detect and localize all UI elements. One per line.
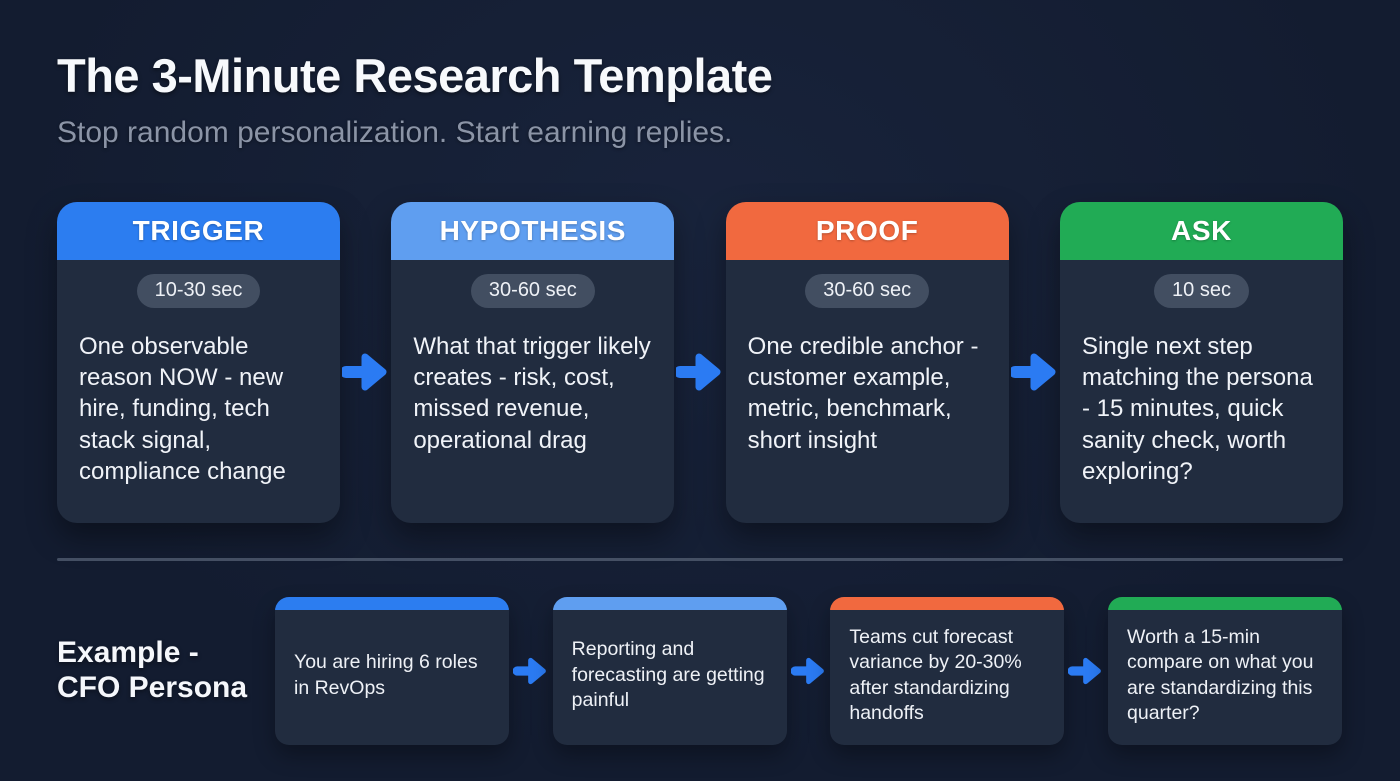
example-card-body: You are hiring 6 roles in RevOps xyxy=(275,610,509,745)
example-card-text: You are hiring 6 roles in RevOps xyxy=(294,651,478,699)
example-card-body: Teams cut forecast variance by 20-30% af… xyxy=(830,610,1064,745)
example-card-color-bar xyxy=(552,597,787,610)
example-label-line2: CFO Persona xyxy=(57,670,248,704)
step-description: One observable reason NOW - new hire, fu… xyxy=(79,333,286,485)
example-card-text: Teams cut forecast variance by 20-30% af… xyxy=(849,625,1022,724)
example-card-hypothesis: Reporting and forecasting are getting pa… xyxy=(552,597,787,745)
flow-arrow-icon xyxy=(1009,211,1060,532)
step-body-trigger: 10-30 sec One observable reason NOW - ne… xyxy=(57,260,340,523)
example-card-color-bar xyxy=(1108,597,1343,610)
flow-arrow-icon xyxy=(340,211,391,532)
example-card-color-bar xyxy=(275,597,509,610)
example-card-text: Worth a 15-min compare on what you are s… xyxy=(1127,625,1314,724)
step-description: What that trigger likely creates - risk,… xyxy=(413,333,651,454)
example-label: Example - CFO Persona xyxy=(57,636,247,706)
step-card-hypothesis: HYPOTHESIS 30-60 sec What that trigger l… xyxy=(391,202,675,523)
flow-arrow-icon xyxy=(1064,597,1108,745)
step-header-proof: PROOF xyxy=(725,202,1009,260)
example-card-color-bar xyxy=(830,597,1065,610)
step-card-trigger: TRIGGER 10-30 sec One observable reason … xyxy=(57,202,340,523)
page-title: The 3-Minute Research Template xyxy=(57,49,773,102)
example-card-proof: Teams cut forecast variance by 20-30% af… xyxy=(830,597,1065,745)
page-header: The 3-Minute Research Template Stop rand… xyxy=(57,49,773,150)
step-header-ask: ASK xyxy=(1059,202,1343,260)
example-card-body: Reporting and forecasting are getting pa… xyxy=(553,610,787,745)
example-card-trigger: You are hiring 6 roles in RevOps xyxy=(275,597,509,745)
step-body-hypothesis: 30-60 sec What that trigger likely creat… xyxy=(391,260,674,523)
step-header-hypothesis: HYPOTHESIS xyxy=(391,202,675,260)
flow-arrow-icon xyxy=(674,211,725,532)
step-body-ask: 10 sec Single next step matching the per… xyxy=(1060,260,1343,523)
step-card-ask: ASK 10 sec Single next step matching the… xyxy=(1059,202,1343,523)
step-body-proof: 30-60 sec One credible anchor - customer… xyxy=(726,260,1009,523)
example-card-ask: Worth a 15-min compare on what you are s… xyxy=(1108,597,1343,745)
time-badge: 10 sec xyxy=(1154,274,1249,308)
time-badge: 10-30 sec xyxy=(136,274,261,308)
example-row: You are hiring 6 roles in RevOps Reporti… xyxy=(275,597,1343,745)
step-description: One credible anchor - customer example, … xyxy=(747,333,979,454)
time-badge: 30-60 sec xyxy=(805,274,930,308)
flow-row: TRIGGER 10-30 sec One observable reason … xyxy=(57,202,1343,523)
step-description: Single next step matching the persona - … xyxy=(1081,333,1313,485)
example-card-text: Reporting and forecasting are getting pa… xyxy=(571,638,765,712)
flow-arrow-icon xyxy=(787,597,831,745)
time-badge: 30-60 sec xyxy=(470,274,595,308)
example-label-line1: Example - xyxy=(57,636,199,669)
flow-arrow-icon xyxy=(509,597,553,745)
example-card-body: Worth a 15-min compare on what you are s… xyxy=(1108,610,1342,745)
step-header-trigger: TRIGGER xyxy=(57,202,340,260)
step-card-proof: PROOF 30-60 sec One credible anchor - cu… xyxy=(725,202,1009,523)
section-divider xyxy=(57,558,1343,561)
page-subtitle: Stop random personalization. Start earni… xyxy=(57,116,733,149)
